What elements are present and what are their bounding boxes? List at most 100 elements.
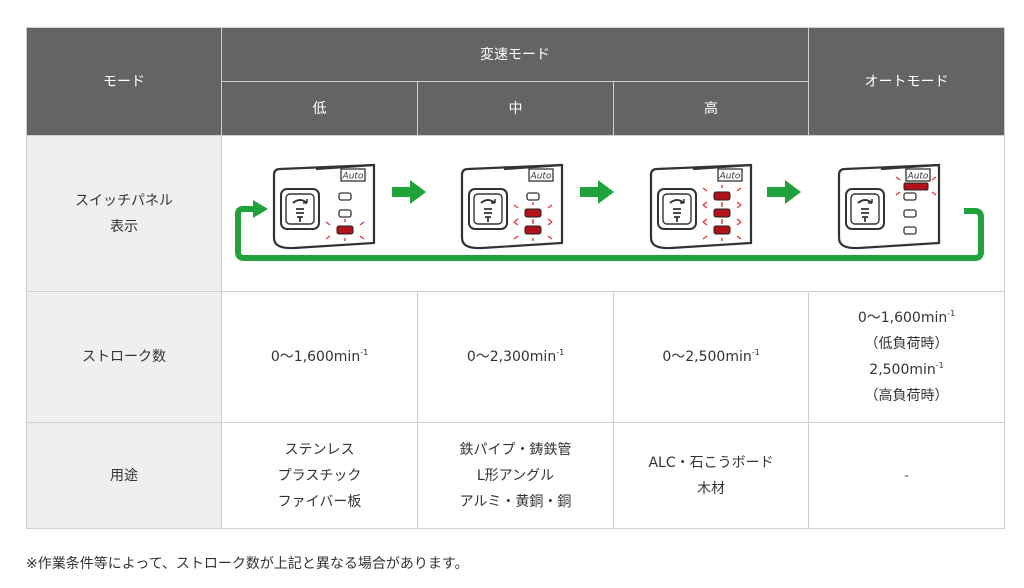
- use-low-item: ファイバー板: [277, 493, 362, 510]
- stroke-row-label: ストローク数: [26, 291, 222, 423]
- arrow-shaft: [392, 186, 410, 197]
- led-glow: [931, 190, 937, 196]
- screw-arrow-icon: [680, 198, 685, 204]
- use-auto-cell: -: [808, 422, 1006, 529]
- stroke-low-cell: 0〜1,600min-1: [221, 291, 418, 423]
- stroke-auto-line1: 0〜1,600min-1: [809, 305, 1004, 331]
- led-lit: [713, 208, 731, 217]
- led-glow: [513, 217, 519, 223]
- header-low: 低: [221, 81, 418, 136]
- led-off: [526, 191, 540, 201]
- auto-label: Auto: [342, 171, 364, 181]
- led-glow: [736, 234, 742, 240]
- auto-label-box: [717, 167, 743, 182]
- use-high-item: 木材: [697, 480, 726, 497]
- stroke-mid-sup: -1: [556, 348, 565, 357]
- arrow-right-icon: [410, 179, 426, 204]
- led-glow: [547, 234, 553, 240]
- auto-label-box: [905, 167, 931, 182]
- mode-button-inner: [285, 192, 315, 225]
- arrow-shaft: [580, 186, 598, 197]
- led-glow: [547, 217, 553, 223]
- panel-top-edge: [692, 163, 752, 170]
- return-arrow-head: [253, 199, 268, 218]
- led-off: [338, 191, 352, 201]
- led-lit: [524, 225, 542, 234]
- led-glow: [895, 190, 901, 196]
- panel-top-edge: [503, 163, 563, 170]
- led-lit: [713, 191, 731, 200]
- auto-led-lit: [903, 182, 929, 190]
- stroke-low-sup: -1: [360, 348, 369, 357]
- mode-button-inner: [473, 192, 503, 225]
- screw-thread-icon: [861, 207, 869, 222]
- led-glow: [702, 217, 708, 223]
- header-mode: モード: [26, 27, 222, 136]
- stroke-auto-value2: 2,500min: [869, 362, 936, 378]
- switch-panel: Auto: [649, 163, 753, 249]
- switch-panel-label-line2: 表示: [110, 218, 138, 235]
- stroke-mid-cell: 0〜2,300min-1: [417, 291, 614, 423]
- screw-icon: [669, 198, 685, 204]
- switch-panel-label-line1: スイッチパネル: [75, 192, 173, 209]
- screw-thread-icon: [673, 207, 681, 222]
- use-low-item: プラスチック: [277, 467, 362, 484]
- stroke-low-value: 0〜1,600min: [270, 349, 361, 365]
- use-high-cell: ALC・石こうボード 木材: [612, 422, 810, 529]
- led-glow: [513, 203, 519, 209]
- screw-thread-icon: [484, 207, 492, 222]
- use-mid-item: 鉄パイプ・鋳鉄管: [459, 441, 572, 458]
- header-variable-mode: 変速モード: [220, 27, 810, 82]
- switch-panel-row-label: スイッチパネル 表示: [26, 135, 222, 292]
- led-glow: [736, 220, 742, 226]
- stroke-auto-note2: （高負荷時）: [864, 388, 949, 404]
- use-mid-item: アルミ・黄銅・銅: [459, 493, 572, 510]
- auto-label: Auto: [719, 171, 741, 181]
- stroke-auto-value1: 0〜1,600min: [857, 310, 948, 326]
- header-auto-mode: オートモード: [808, 27, 1006, 136]
- led-glow: [359, 234, 365, 240]
- stroke-auto-note1: （低負荷時）: [864, 336, 949, 352]
- use-mid-cell: 鉄パイプ・鋳鉄管 L形アングル アルミ・黄銅・銅: [417, 422, 614, 529]
- led-glow: [702, 200, 708, 206]
- switch-panel: Auto: [837, 163, 941, 249]
- led-lit: [713, 225, 731, 234]
- stroke-high-cell: 0〜2,500min-1: [612, 291, 810, 423]
- auto-label-box: [340, 167, 366, 182]
- led-glow: [702, 234, 708, 240]
- header-high: 高: [612, 81, 810, 136]
- led-glow: [513, 220, 519, 226]
- use-low-cell: ステンレス プラスチック ファイバー板: [221, 422, 418, 529]
- led-glow: [931, 175, 937, 181]
- arrow-right-icon: [598, 179, 614, 204]
- led-glow: [895, 175, 901, 181]
- screw-icon: [292, 198, 308, 204]
- led-off: [903, 208, 917, 218]
- footnote: ※作業条件等によって、ストローク数が上記と異なる場合があります。: [26, 556, 469, 572]
- return-loop-line: [235, 205, 984, 261]
- stroke-high-value: 0〜2,500min: [662, 349, 752, 365]
- stroke-mid-value: 0〜2,300min: [466, 349, 557, 365]
- led-off: [903, 191, 917, 201]
- led-glow: [547, 220, 553, 226]
- stroke-high-sup: -1: [751, 348, 760, 357]
- screw-arrow-icon: [303, 198, 308, 204]
- led-glow: [736, 186, 742, 192]
- led-off: [338, 208, 352, 218]
- screw-arrow-icon: [491, 198, 496, 204]
- arrow-shaft: [767, 186, 785, 197]
- screw-arrow-icon: [868, 198, 873, 204]
- led-lit: [524, 208, 542, 217]
- led-glow: [702, 186, 708, 192]
- mode-button-inner: [662, 192, 692, 225]
- use-low-item: ステンレス: [284, 441, 355, 458]
- panel-top-edge: [880, 163, 940, 170]
- led-glow: [736, 217, 742, 223]
- led-glow: [702, 203, 708, 209]
- arrow-right-icon: [785, 179, 801, 204]
- led-glow: [513, 234, 519, 240]
- screw-icon: [857, 198, 873, 204]
